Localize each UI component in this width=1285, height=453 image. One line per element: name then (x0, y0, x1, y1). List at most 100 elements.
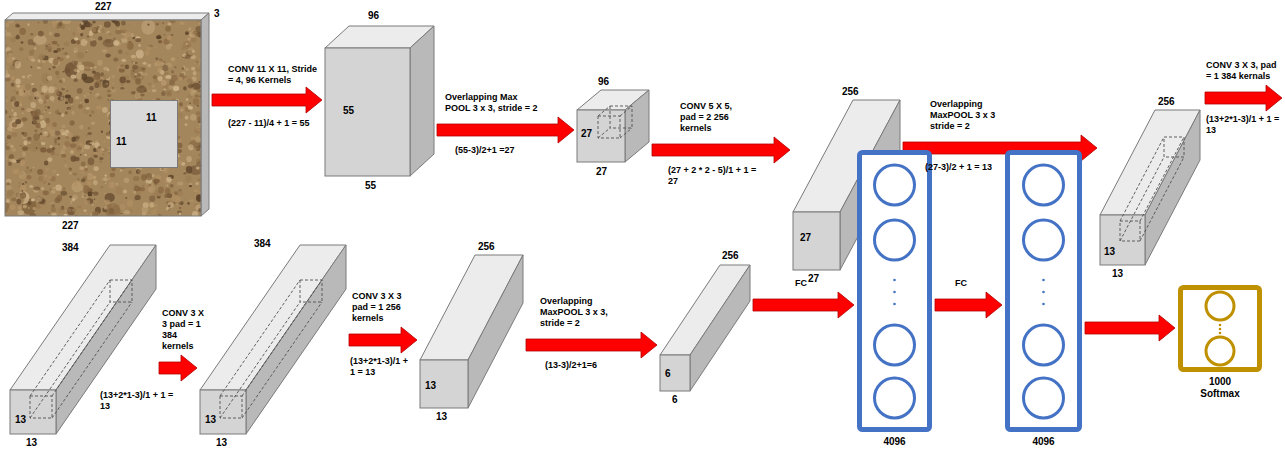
photo-grain (94, 198, 96, 200)
photo-grain (70, 150, 74, 154)
dashed-kernel-edge (1120, 157, 1164, 241)
photo-grain (166, 207, 169, 211)
photo-grain (7, 190, 13, 196)
photo-grain (45, 110, 47, 112)
photo-grain (76, 40, 80, 45)
photo-grain (34, 47, 36, 49)
cuboid-front-face (420, 360, 468, 408)
photo-grain (97, 96, 102, 100)
photo-grain (15, 24, 19, 28)
photo-grain (48, 112, 51, 114)
operation-label: CONV 5 X 5, pad = 2 256 kernels (680, 101, 750, 134)
photo-grain (84, 200, 90, 204)
photo-grain (37, 21, 40, 23)
photo-grain (99, 157, 103, 160)
photo-grain (44, 111, 46, 112)
photo-grain (131, 91, 136, 94)
photo-grain (81, 74, 87, 81)
photo-grain (136, 86, 146, 93)
photo-grain (141, 72, 147, 76)
photo-grain (128, 171, 131, 175)
photo-grain (171, 57, 176, 61)
photo-grain (92, 176, 96, 180)
cuboid-side-face (468, 255, 523, 408)
photo-grain (32, 207, 36, 210)
photo-grain (187, 45, 189, 46)
photo-grain (152, 89, 157, 92)
dimension-label: 256 (1158, 96, 1175, 108)
dashed-kernel-edge (1140, 157, 1184, 241)
photo-grain (104, 200, 110, 205)
photo-grain (196, 147, 199, 150)
photo-grain (10, 159, 16, 163)
operation-label: FC (955, 278, 995, 289)
photo-grain (28, 96, 32, 100)
photo-grain (178, 112, 184, 118)
photo-grain (30, 102, 36, 108)
photo-grain (133, 24, 135, 26)
photo-grain (11, 76, 15, 80)
photo-grain (81, 178, 85, 182)
photo-grain (141, 20, 155, 35)
photo-grain (93, 166, 98, 171)
photo-grain (178, 160, 182, 164)
photo-grain (189, 183, 193, 185)
photo-grain (22, 146, 28, 151)
photo-grain (135, 38, 141, 42)
photo-grain (173, 61, 175, 63)
photo-grain (43, 20, 48, 24)
photo-grain (84, 95, 86, 97)
dimension-label: 6 (672, 394, 678, 406)
neuron-circle (1024, 378, 1064, 418)
photo-grain (5, 23, 10, 27)
photo-grain (133, 176, 140, 181)
dimension-label: 3 (214, 8, 220, 20)
photo-grain (43, 181, 47, 184)
photo-grain (187, 202, 189, 205)
photo-grain (11, 132, 17, 137)
cuboid-top-face (5, 13, 209, 20)
photo-grain (88, 132, 92, 135)
photo-grain (37, 66, 41, 69)
dimension-label: 384 (254, 238, 271, 250)
photo-grain (79, 65, 85, 71)
photo-grain (116, 186, 123, 194)
photo-grain (185, 31, 189, 35)
operation-label: FC (795, 278, 835, 289)
ellipsis-dot (893, 291, 896, 294)
node-shape (577, 90, 649, 162)
neuron-circle (875, 220, 915, 260)
photo-grain (95, 201, 97, 203)
photo-grain (46, 99, 49, 102)
photo-grain (90, 142, 93, 145)
ellipsis-dot (1042, 279, 1045, 282)
photo-grain (162, 22, 164, 24)
photo-grain (87, 173, 93, 180)
photo-grain (22, 152, 26, 157)
photo-grain (5, 155, 8, 161)
photo-grain (134, 186, 141, 192)
photo-grain (156, 23, 159, 26)
photo-grain (74, 157, 80, 161)
photo-grain (6, 65, 9, 68)
photo-grain (42, 142, 45, 145)
photo-grain (29, 76, 31, 79)
photo-grain (94, 83, 99, 89)
photo-grain (98, 146, 101, 149)
photo-grain (113, 40, 119, 45)
photo-grain (185, 175, 191, 182)
photo-grain (97, 60, 103, 66)
photo-grain (54, 33, 60, 37)
photo-grain (124, 210, 130, 214)
photo-grain (6, 199, 10, 203)
photo-grain (16, 199, 21, 205)
photo-grain (15, 85, 31, 96)
photo-grain (96, 106, 102, 110)
dimension-label: 13 (15, 414, 26, 426)
photo-grain (93, 76, 99, 80)
photo-grain (71, 75, 77, 79)
photo-grain (91, 204, 94, 206)
photo-grain (186, 43, 189, 45)
photo-grain (78, 179, 80, 180)
neuron-circle (875, 378, 915, 418)
